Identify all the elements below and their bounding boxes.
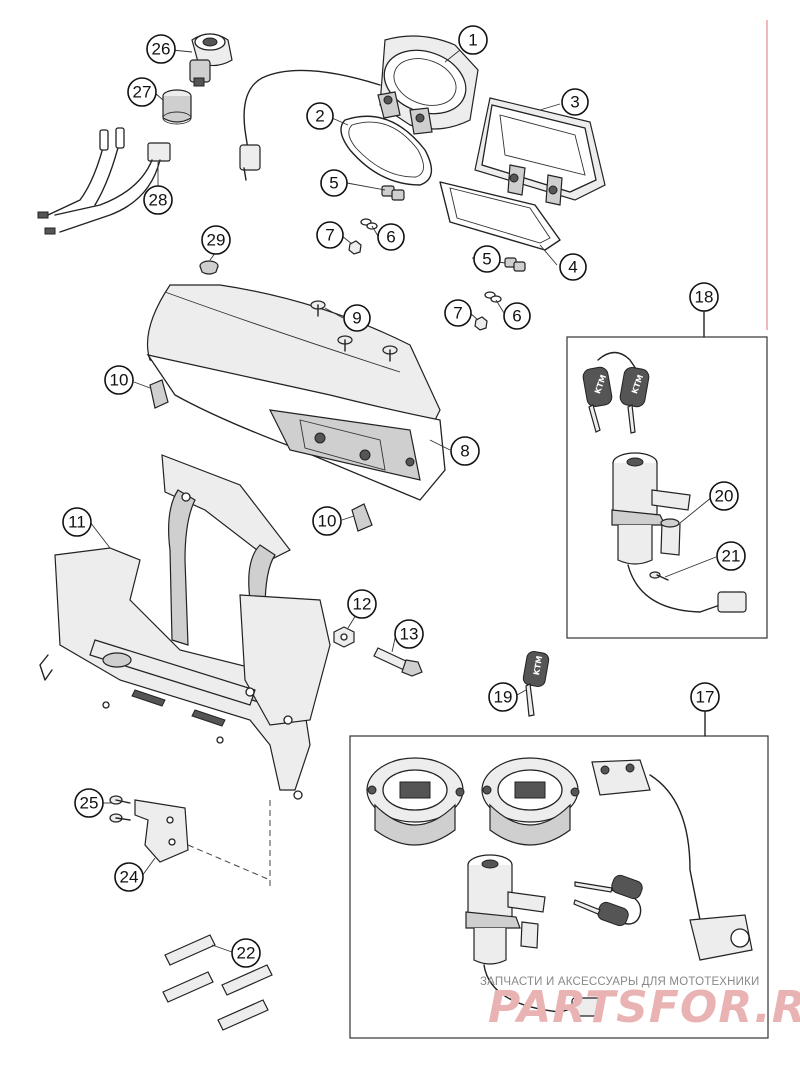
fuel-cap-lock-left [366,757,465,846]
callout-27: 27 [127,77,157,107]
svg-text:7: 7 [453,304,462,323]
callout-2: 2 [306,102,334,130]
callout-9: 9 [343,304,371,332]
svg-text:29: 29 [207,231,226,250]
watermark-caption: ЗАПЧАСТИ И АКСЕССУАРЫ ДЛЯ МОТОТЕХНИКИ [480,976,760,988]
callout-26: 26 [146,34,176,64]
kit-box-18 [566,336,768,639]
keys-kit-17 [573,874,643,927]
callout-4: 4 [559,253,587,281]
callout-7b: 7 [444,299,472,327]
svg-text:1: 1 [468,31,477,50]
callout-17: 17 [690,682,720,712]
callout-18: 18 [689,282,719,312]
callout-10a: 10 [104,365,134,395]
svg-text:2: 2 [315,107,324,126]
plug-part-29 [199,260,219,275]
svg-text:17: 17 [696,688,715,707]
svg-text:9: 9 [352,309,361,328]
bolt-part-13 [373,647,423,677]
callout-5b: 5 [473,245,501,273]
grommets-part-5 [381,185,526,272]
svg-text:11: 11 [68,513,86,532]
gasket-part-2 [340,115,433,186]
callout-5a: 5 [320,169,348,197]
nut-part-12 [333,626,355,648]
svg-text:5: 5 [482,250,491,269]
svg-text:4: 4 [568,258,577,277]
callout-12: 12 [347,589,377,619]
svg-text:22: 22 [237,944,256,963]
display-unit-part-3 [474,97,606,206]
kit-box-17 [349,735,769,1039]
svg-text:13: 13 [400,625,419,644]
svg-text:27: 27 [133,83,152,102]
svg-text:25: 25 [80,794,99,813]
callout-7a: 7 [316,221,344,249]
callout-21: 21 [716,541,746,571]
watermark-brand: PARTSFOR.RU [488,982,800,1033]
callout-20: 20 [709,481,739,511]
svg-text:3: 3 [570,93,579,112]
callout-25: 25 [74,788,104,818]
wiring-part-28 [37,127,171,235]
svg-text:18: 18 [695,288,714,307]
screw-part-21 [649,571,669,581]
callout-1: 1 [458,25,488,55]
sleeves-part-22 [162,934,273,1031]
watermark: ЗАПЧАСТИ И АКСЕССУАРЫ ДЛЯ МОТОТЕХНИКИ PA… [480,976,800,1033]
fuel-cap-lock-right [481,757,580,846]
svg-text:6: 6 [386,228,395,247]
callout-6a: 6 [377,223,405,251]
bracket-frame-part-11 [39,454,331,800]
callout-8: 8 [450,436,480,466]
callout-6b: 6 [503,302,531,330]
callout-13: 13 [394,619,424,649]
dashed-assembly-line-a [187,844,271,881]
callout-10b: 10 [312,506,342,536]
keys-kit-18: KTM KTM [582,351,650,434]
callout-leaders [89,49,717,953]
ignition-lock-kit-18 [611,452,747,613]
cap-part-27 [162,89,192,125]
svg-text:7: 7 [325,226,334,245]
callout-11: 11 [62,507,92,537]
screws-part-25 [109,795,131,823]
svg-text:5: 5 [329,174,338,193]
svg-text:28: 28 [149,191,168,210]
screws-part-9 [310,300,398,362]
sensor-switch-kit-17 [591,759,753,961]
clips-part-10 [149,379,373,532]
headlight-cover-part-8 [146,284,446,501]
svg-text:8: 8 [460,442,469,461]
callout-29: 29 [201,225,231,255]
nuts-part-7 [348,240,488,331]
bolt-part-20 [660,518,681,556]
svg-text:24: 24 [120,868,139,887]
key-part-19: KTM [522,650,550,717]
svg-text:10: 10 [318,512,337,531]
small-bracket-part-24 [134,799,189,863]
callout-19: 19 [488,682,518,712]
key-logo-3: KTM [532,655,544,676]
svg-text:21: 21 [722,547,741,566]
svg-text:26: 26 [152,40,171,59]
callout-24: 24 [114,862,144,892]
svg-text:10: 10 [110,371,129,390]
svg-text:20: 20 [715,487,734,506]
gasket-part-4 [439,181,561,251]
callout-3: 3 [561,88,589,116]
svg-text:12: 12 [353,595,372,614]
callout-22: 22 [231,938,261,968]
callout-28: 28 [143,185,173,215]
svg-text:6: 6 [512,307,521,326]
speedometer-part-1 [239,35,479,181]
ignition-lock-kit-17 [465,854,601,1017]
svg-text:19: 19 [494,688,513,707]
socket-part-26 [189,33,233,87]
